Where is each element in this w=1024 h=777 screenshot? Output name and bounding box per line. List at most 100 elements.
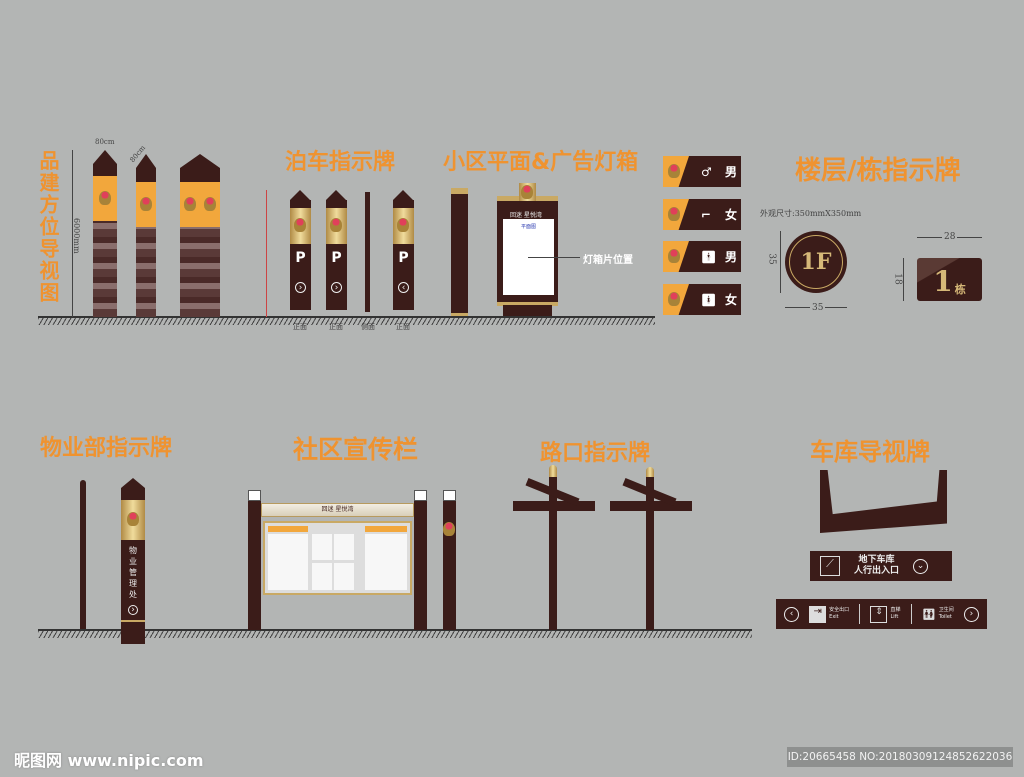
parking-p-icon: P	[331, 250, 342, 266]
title-floor: 楼层/栋指示牌	[795, 156, 961, 186]
restroom-label: 女	[725, 293, 738, 307]
garage-line1: 地下车库	[858, 555, 895, 565]
road-sign-pole	[549, 475, 557, 630]
high-heel-icon: ⌐	[701, 207, 712, 222]
board-post	[414, 500, 427, 630]
arrow-right-icon: ›	[331, 282, 342, 293]
leader-line	[528, 257, 580, 258]
exit-label: 安全出口	[829, 607, 850, 613]
building-unit: 栋	[954, 283, 966, 296]
exit-label-en: Exit	[829, 614, 839, 620]
building-sign: 1 栋	[917, 258, 982, 301]
rect-width: 28	[942, 232, 958, 242]
lightbox-base	[503, 305, 552, 316]
view-label: 侧面	[361, 323, 375, 331]
dim-line	[903, 258, 904, 301]
road-sign-arm	[513, 501, 595, 511]
arrow-right-icon: ›	[128, 605, 138, 615]
parking-sign: P ›	[290, 190, 311, 310]
image-id: ID:20665458 NO:20180309124852622036	[787, 747, 1013, 767]
building-number: 1	[933, 265, 953, 298]
pole-finial	[646, 467, 654, 477]
emblem-icon	[184, 197, 196, 211]
building-pylon	[136, 154, 156, 317]
parking-sign: P ›	[326, 190, 347, 310]
floor-circle-sign: 1F	[785, 231, 847, 293]
circle-height: 35	[766, 253, 777, 265]
panel-title: 平面图	[520, 224, 536, 230]
property-text: 物业管理处	[128, 546, 138, 601]
title-garage: 车库导视牌	[810, 438, 930, 466]
lift-label-en: Lift	[890, 614, 899, 620]
title-parking: 泊车指示牌	[285, 150, 396, 175]
size-note: 外观尺寸:350mmX350mm	[760, 209, 862, 218]
lightbox-side	[451, 188, 468, 316]
board-panel	[263, 521, 412, 595]
emblem-icon	[127, 512, 139, 526]
board-side-post	[443, 500, 456, 630]
emblem-icon	[294, 218, 306, 232]
restroom-label: 男	[725, 250, 738, 264]
rect-height: 18	[892, 273, 903, 285]
lamp-icon	[443, 490, 456, 501]
restroom-sign: ♂ 男	[663, 156, 741, 187]
parking-p-icon: P	[295, 250, 306, 266]
emblem-icon	[140, 197, 152, 211]
toilet-label-en: Toilet	[938, 614, 952, 620]
restroom-sign: ⌐ 女	[663, 199, 741, 230]
parking-p-icon: P	[398, 250, 409, 266]
view-label: 正面	[396, 323, 410, 331]
man-icon: 🚹︎	[701, 249, 717, 264]
ground-line	[38, 629, 752, 638]
woman-icon: 🚺︎	[701, 292, 717, 307]
lightbox-emblem	[519, 183, 536, 201]
restroom-label: 男	[725, 165, 738, 179]
road-sign-arm	[610, 501, 692, 511]
pole-finial	[549, 465, 557, 477]
emblem-icon	[330, 218, 342, 232]
lift-icon: ⇕	[870, 605, 888, 623]
title-lightbox: 小区平面&广告灯箱	[443, 150, 639, 175]
parking-sign: P ‹	[393, 190, 414, 310]
title-property: 物业部指示牌	[40, 436, 173, 461]
garage-tray-sign	[820, 470, 947, 533]
arrow-right-icon: ›	[295, 282, 306, 293]
building-pylon	[180, 154, 220, 317]
circle-width: 35	[810, 303, 826, 313]
panel-label: 灯箱片位置	[583, 255, 633, 266]
arrow-left-icon: ‹	[398, 282, 409, 293]
restroom-sign: 🚹︎ 男	[663, 241, 741, 272]
emblem-icon	[99, 191, 111, 205]
width-dimension: 80cm	[95, 138, 115, 146]
emblem-icon	[204, 197, 216, 211]
pipe-icon: ♂	[701, 164, 712, 179]
dim-line	[780, 231, 781, 293]
emblem-icon	[397, 218, 409, 232]
view-label: 正面	[293, 323, 307, 331]
parking-sign-side	[365, 192, 370, 312]
toilet-icon: 🚻︎	[921, 607, 936, 621]
title-road: 路口指示牌	[540, 441, 651, 466]
garage-line2: 人行出入口	[854, 566, 900, 576]
restroom-label: 女	[725, 208, 738, 222]
height-line	[72, 150, 73, 317]
road-sign-pole	[646, 475, 654, 630]
lift-label: 直梯	[890, 607, 901, 613]
height-line	[266, 190, 267, 317]
lamp-icon	[248, 490, 261, 501]
building-pylon	[93, 150, 117, 317]
title-board: 社区宣传栏	[293, 435, 419, 464]
board-header: 回迷 星悦湾	[261, 503, 414, 517]
view-label: 正面	[329, 323, 343, 331]
watermark: 昵图网 www.nipic.com	[14, 751, 204, 770]
property-sign-side	[80, 480, 86, 629]
arrow-left-icon: ‹	[784, 606, 799, 622]
floor-number: 1F	[789, 235, 843, 289]
toilet-label: 卫生间	[938, 607, 954, 613]
restroom-sign: 🚺︎ 女	[663, 284, 741, 315]
exit-icon: ⇥	[809, 605, 827, 623]
stairs-icon: ⟋	[820, 556, 840, 576]
height-dimension: 6000mm	[72, 218, 81, 254]
arrow-right-icon: ›	[963, 606, 979, 622]
